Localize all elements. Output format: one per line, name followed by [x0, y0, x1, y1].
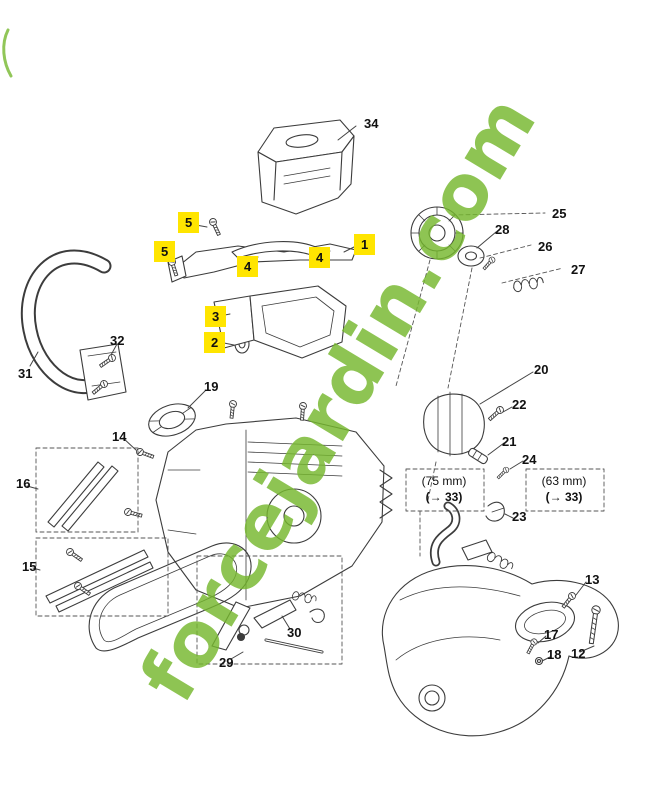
oil-pump-drawing	[423, 391, 505, 522]
part-label-31[interactable]: 31	[18, 366, 33, 381]
part-label-18[interactable]: 18	[547, 647, 562, 662]
part-label-29[interactable]: 29	[219, 655, 234, 670]
chain-brake-parts-drawing	[45, 461, 154, 613]
part-label-27[interactable]: 27	[571, 262, 586, 277]
part-label-20[interactable]: 20	[534, 362, 549, 377]
part-label-21[interactable]: 21	[502, 434, 517, 449]
air-filter-cover-drawing	[257, 119, 355, 215]
part-label-5a[interactable]: 5	[178, 212, 200, 233]
part-label-5b[interactable]: 5	[154, 241, 176, 262]
part-label-16[interactable]: 16	[16, 476, 31, 491]
part-label-24[interactable]: 24	[522, 452, 537, 467]
reference-dashed-lines	[35, 212, 605, 665]
hose-length-note-1: (75 mm)(→ 33)	[421, 474, 467, 504]
part-label-26[interactable]: 26	[538, 239, 553, 254]
part-label-12[interactable]: 12	[571, 646, 586, 661]
part-label-13[interactable]: 13	[585, 572, 600, 587]
part-label-23[interactable]: 23	[512, 509, 527, 524]
part-label-22[interactable]: 22	[512, 397, 527, 412]
part-label-15[interactable]: 15	[22, 559, 37, 574]
watermark-fragment	[2, 28, 13, 78]
rear-handle-housing-drawing	[381, 539, 619, 737]
part-label-30[interactable]: 30	[287, 625, 302, 640]
part-label-3[interactable]: 3	[205, 306, 227, 327]
part-label-25[interactable]: 25	[552, 206, 567, 221]
annular-buffer-drawing	[148, 403, 196, 437]
part-label-34[interactable]: 34	[364, 116, 379, 131]
part-label-1[interactable]: 1	[354, 234, 376, 255]
hose-length-note-2: (63 mm)(→ 33)	[541, 474, 587, 504]
trigger-parts-drawing	[211, 590, 325, 654]
clutch-washer-group-drawing	[410, 206, 545, 293]
crankcase-housing-drawing	[88, 417, 393, 652]
part-label-17[interactable]: 17	[544, 627, 559, 642]
part-label-32[interactable]: 32	[110, 333, 125, 348]
part-label-4a[interactable]: 4	[237, 256, 259, 277]
part-label-2[interactable]: 2	[204, 332, 226, 353]
part-label-19[interactable]: 19	[204, 379, 219, 394]
part-label-4b[interactable]: 4	[309, 247, 331, 268]
part-label-14[interactable]: 14	[112, 429, 127, 444]
part-label-28[interactable]: 28	[495, 222, 510, 237]
